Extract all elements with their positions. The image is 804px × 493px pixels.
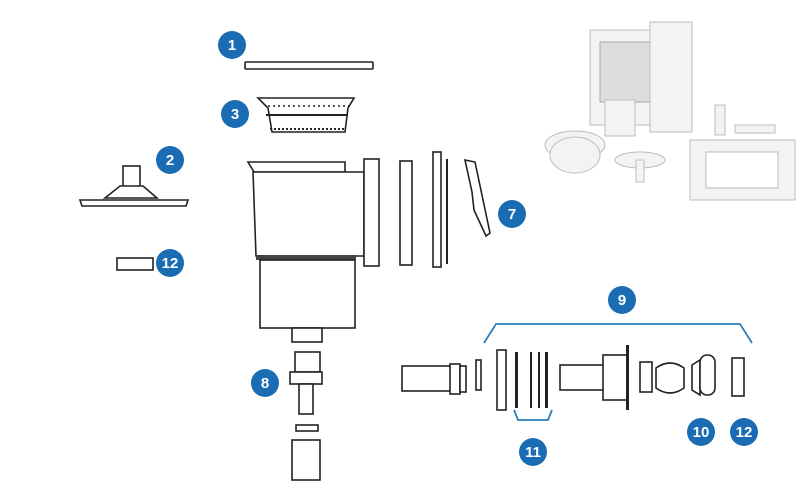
weir-part (463, 158, 491, 238)
callout-badge-7: 7 (498, 200, 526, 228)
return-fitting-parts (401, 345, 745, 411)
callout-badge-10: 10 (687, 418, 715, 446)
callout-badge-11: 11 (519, 438, 547, 466)
lid-part (244, 61, 374, 70)
svg-text:10: 10 (693, 424, 710, 441)
svg-text:1: 1 (228, 37, 236, 54)
callout-badge-3: 3 (221, 100, 249, 128)
callout-badge-9: 9 (608, 286, 636, 314)
svg-text:3: 3 (231, 106, 239, 123)
svg-text:9: 9 (618, 292, 626, 309)
callout-badge-1: 1 (218, 31, 246, 59)
gasket-part (399, 160, 413, 266)
callout-badge-2: 2 (156, 146, 184, 174)
svg-text:12: 12 (736, 424, 753, 441)
adapter-part (289, 351, 323, 481)
skimmer-body (246, 158, 380, 343)
svg-text:11: 11 (525, 444, 541, 461)
callout-badge-12-left: 12 (156, 249, 184, 277)
bracket-9 (483, 323, 753, 344)
plug-part (116, 257, 154, 271)
callout-badge-12-right: 12 (730, 418, 758, 446)
faceplate-part (432, 151, 442, 268)
svg-text:7: 7 (508, 206, 516, 223)
svg-text:12: 12 (162, 255, 179, 272)
svg-text:2: 2 (166, 152, 174, 169)
product-photo (544, 21, 796, 201)
basket-part (256, 97, 356, 133)
plate-part (78, 165, 190, 207)
callout-badge-8: 8 (251, 369, 279, 397)
svg-text:8: 8 (261, 375, 269, 392)
bracket-11 (513, 409, 553, 421)
